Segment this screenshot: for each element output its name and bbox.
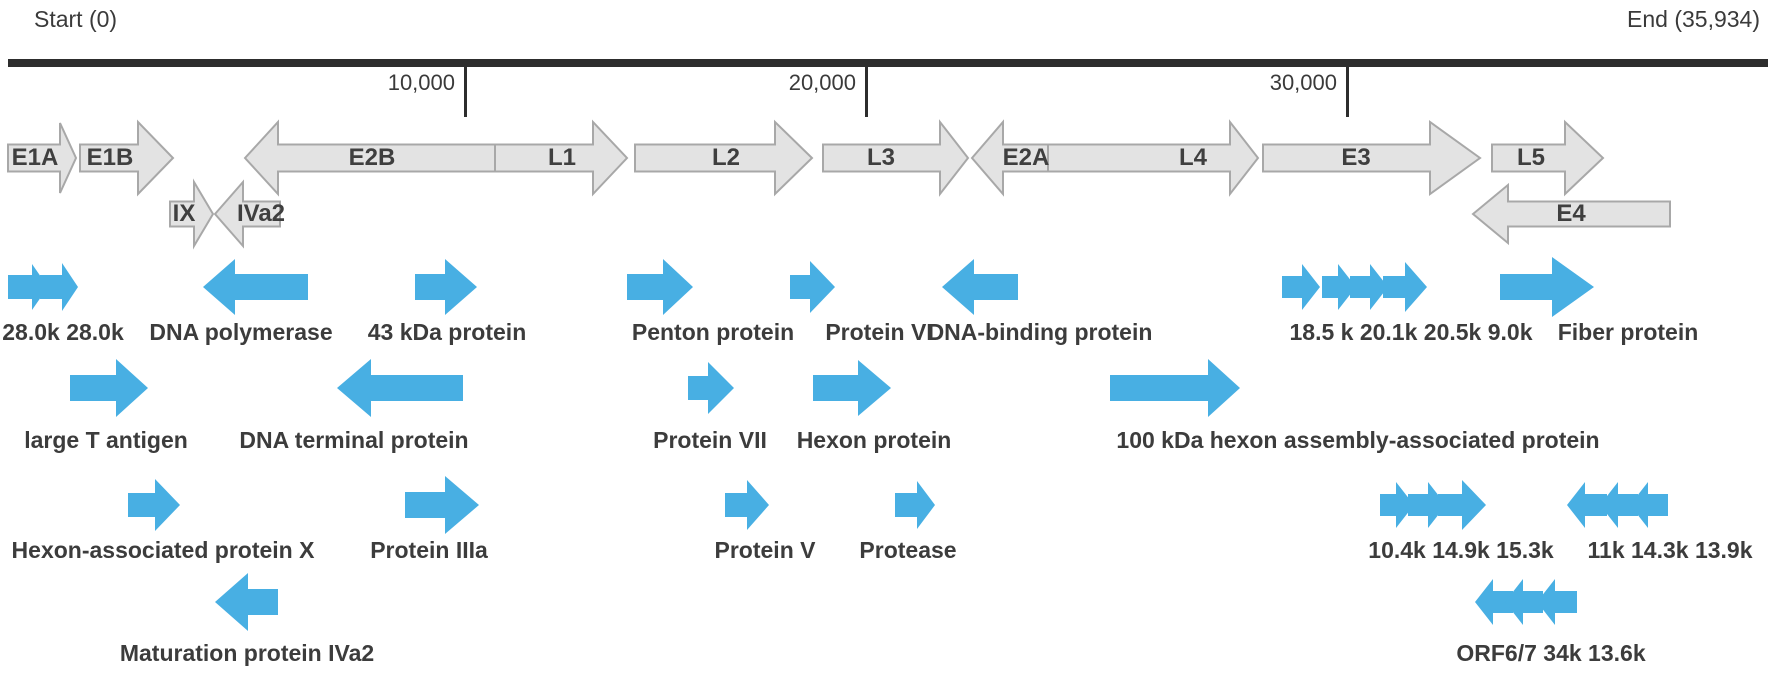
protein-arrow-maturation-protein-iva2 <box>215 573 278 631</box>
protein-label-18-5-k-20-1k-20-5k-9-0k: 18.5 k 20.1k 20.5k 9.0k <box>1289 319 1533 345</box>
protein-arrow-13-6k <box>1537 579 1577 625</box>
protein-label-dna-binding-protein: DNA-binding protein <box>927 319 1153 345</box>
protein-arrow-dna-binding-protein <box>942 259 1018 315</box>
protein-arrow-34k <box>1505 579 1543 625</box>
unit-label-l2: L2 <box>711 144 741 171</box>
protein-label-penton-protein: Penton protein <box>631 319 795 345</box>
protein-arrow-100-kda-protein <box>1110 359 1240 417</box>
unit-arrow-iva2 <box>213 179 281 249</box>
ruler-tick-label-30-000: 30,000 <box>1269 70 1337 95</box>
protein-arrow-protein-iiia <box>405 476 479 534</box>
protein-arrow-dna-terminal-protein <box>337 359 463 417</box>
protein-arrow-fiber-protein <box>1500 257 1594 317</box>
unit-label-e1a: E1A <box>11 144 59 171</box>
unit-arrow-e3 <box>1262 120 1482 196</box>
unit-arrow-l4 <box>1047 119 1260 197</box>
protein-label-protein-vi: Protein VI <box>825 319 933 345</box>
protein-label-large-t-antigen: large T antigen <box>24 427 188 453</box>
unit-label-l3: L3 <box>866 144 896 171</box>
protein-arrow-14-9k <box>1408 482 1446 528</box>
protein-label-11k-14-3k-13-9k: 11k 14.3k 13.9k <box>1587 537 1753 563</box>
genome-ruler <box>8 59 1768 67</box>
protein-label-hexon-associated-protein-x: Hexon-associated protein X <box>11 537 315 563</box>
protein-arrow-protein-vii <box>688 362 734 414</box>
protein-arrow-11k <box>1567 482 1607 528</box>
protein-label-dna-terminal-protein: DNA terminal protein <box>239 427 469 453</box>
unit-label-e2a: E2A <box>1002 144 1050 171</box>
unit-label-e1b: E1B <box>86 144 134 171</box>
protein-arrow-10-4k <box>1380 482 1414 528</box>
unit-label-e3: E3 <box>1341 144 1371 171</box>
ruler-tick-20-000 <box>865 63 868 117</box>
unit-arrow-e1a <box>7 122 78 194</box>
ruler-tick-label-20-000: 20,000 <box>788 70 856 95</box>
protein-label-protein-iiia: Protein IIIa <box>370 537 488 563</box>
protein-label-hexon-protein: Hexon protein <box>796 427 952 453</box>
unit-label-l5: L5 <box>1516 144 1546 171</box>
unit-label-e2b: E2B <box>348 144 396 171</box>
protein-label-dna-polymerase: DNA polymerase <box>149 319 333 345</box>
unit-arrow-l1 <box>494 119 629 197</box>
unit-label-l4: L4 <box>1178 144 1208 171</box>
protein-label-43-kda-protein: 43 kDa protein <box>367 319 527 345</box>
protein-arrow-penton-protein <box>627 259 693 315</box>
unit-arrow-l5 <box>1491 119 1605 197</box>
protein-arrow-28-0k-a <box>8 264 48 310</box>
unit-label-l1: L1 <box>547 144 577 171</box>
protein-arrow-14-3k <box>1600 482 1638 528</box>
protein-arrow-hexon-associated-protein-x <box>128 479 180 531</box>
protein-label-orf6-7-34k-13-6k: ORF6/7 34k 13.6k <box>1456 640 1646 666</box>
protein-arrow-large-t-antigen <box>70 359 148 417</box>
protein-arrow-hexon-protein <box>813 360 891 416</box>
protein-arrow-28-0k-b <box>40 263 78 311</box>
unit-arrow-e4 <box>1471 182 1671 246</box>
unit-arrow-e1b <box>79 119 175 197</box>
protein-arrow-18-5k <box>1282 264 1320 310</box>
protein-arrow-20-5k <box>1350 264 1388 310</box>
protein-label-protein-v: Protein V <box>714 537 816 563</box>
protein-arrow-13-9k <box>1630 482 1668 528</box>
protein-label-protease: Protease <box>859 537 957 563</box>
scale-start-label: Start (0) <box>34 6 118 32</box>
unit-arrow-l3 <box>822 119 970 197</box>
protein-label-maturation-protein-iva2: Maturation protein IVa2 <box>119 640 375 666</box>
scale-end-label: End (35,934) <box>1627 6 1760 32</box>
protein-label-28-0k-28-0k: 28.0k 28.0k <box>2 319 124 345</box>
unit-arrow-l2 <box>634 119 814 197</box>
protein-arrow-protein-v <box>725 480 769 530</box>
protein-label-100-kda-hexon-assembly-associated-protein: 100 kDa hexon assembly-associated protei… <box>1116 427 1600 453</box>
protein-label-protein-vii: Protein VII <box>653 427 767 453</box>
ruler-tick-10-000 <box>464 63 467 117</box>
protein-arrow-orf6-7 <box>1475 579 1513 625</box>
protein-arrow-protein-vi <box>790 261 835 313</box>
protein-arrow-protease <box>895 481 935 529</box>
unit-label-ix: IX <box>172 200 196 227</box>
unit-arrow-ix <box>169 178 215 250</box>
unit-label-e4: E4 <box>1556 200 1586 227</box>
protein-arrow-dna-polymerase <box>203 259 308 315</box>
protein-arrow-9-0k <box>1383 262 1427 312</box>
protein-label-fiber-protein: Fiber protein <box>1557 319 1699 345</box>
protein-label-10-4k-14-9k-15-3k: 10.4k 14.9k 15.3k <box>1368 537 1554 563</box>
protein-arrow-43-kda-protein <box>415 259 477 315</box>
protein-arrow-15-3k <box>1438 480 1486 530</box>
unit-label-iva2: IVa2 <box>236 200 286 227</box>
ruler-tick-label-10-000: 10,000 <box>387 70 455 95</box>
ruler-tick-30-000 <box>1346 63 1349 117</box>
protein-arrow-20-1k <box>1322 264 1356 310</box>
